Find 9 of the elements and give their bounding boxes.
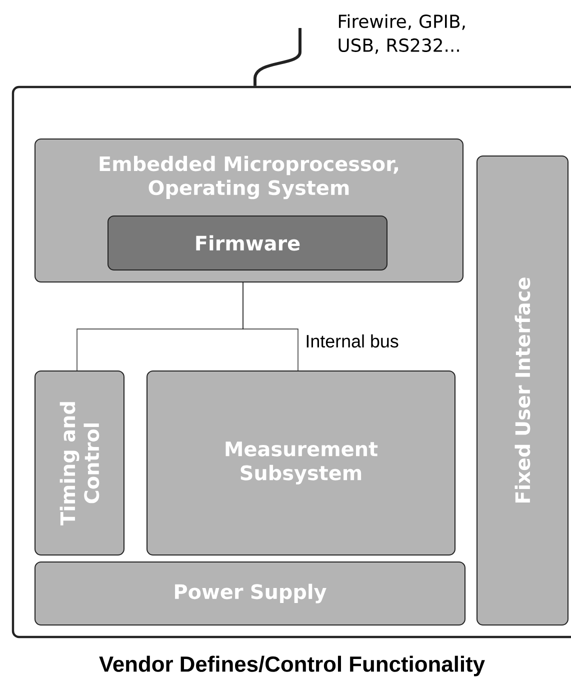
- power-supply-box: Power Supply: [34, 562, 466, 626]
- measurement-box: Measurement Subsystem: [146, 370, 456, 556]
- interface-label: Firewire, GPIB, USB, RS232...: [338, 14, 465, 54]
- edge-label: Internal bus: [304, 333, 400, 349]
- caption: Vendor Defines/Control Functionality: [99, 656, 485, 676]
- bus-line: [242, 282, 298, 372]
- timing-box: Timing and Control: [34, 370, 124, 556]
- firmware-box: Firmware: [108, 216, 388, 270]
- user-interface-box: Fixed User Interface: [476, 156, 568, 626]
